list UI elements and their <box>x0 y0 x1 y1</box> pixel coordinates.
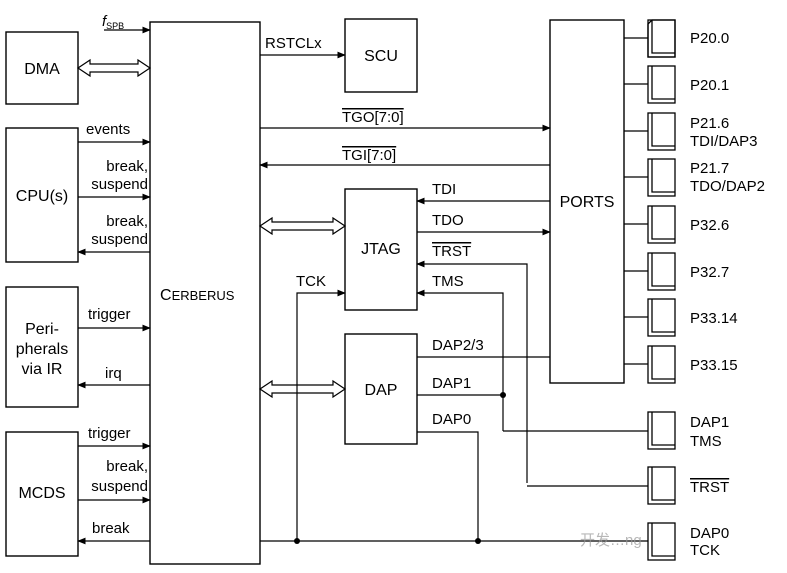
cpu-break-label-2: break, <box>106 213 148 230</box>
pad-p20-0 <box>647 19 676 58</box>
pad-p32-6 <box>647 205 676 244</box>
fspb-f: f <box>102 13 108 30</box>
tgo-label: TGO[7:0] <box>342 109 404 126</box>
pin-p20-0-label: P20.0 <box>690 30 729 47</box>
cpu-suspend-label-1: suspend <box>91 176 148 193</box>
dap0-label: DAP0 <box>432 411 471 428</box>
pin-p32-7-label: P32.7 <box>690 264 729 281</box>
peripherals-block <box>5 286 79 408</box>
watermark-text: 开发…ng <box>580 532 642 549</box>
pin-trst-label: TRST <box>690 479 729 496</box>
cerberus-block <box>149 21 261 565</box>
pad-p21-7 <box>647 158 676 197</box>
pin-p21-6-alt-label: TDI/DAP3 <box>690 133 758 150</box>
fspb-sub: SPB <box>106 21 124 31</box>
irq-label: irq <box>105 365 122 382</box>
pin-dap0-label: DAP0 <box>690 525 729 542</box>
dap-label: DAP <box>365 382 398 399</box>
pin-p33-15-label: P33.15 <box>690 357 738 374</box>
tgi-label: TGI[7:0] <box>342 147 396 164</box>
peripherals-label-3: via IR <box>22 361 63 378</box>
mcds-suspend-label: suspend <box>91 478 148 495</box>
tms-label: TMS <box>432 273 464 290</box>
events-label: events <box>86 121 130 138</box>
peripherals-label-1: Peri- <box>25 321 59 338</box>
dma-cerberus-bus <box>76 58 152 78</box>
pin-p32-6-label: P32.6 <box>690 217 729 234</box>
scu-label: SCU <box>364 48 398 65</box>
pad-p33-14 <box>647 298 676 337</box>
cerberus-label: CERBERUS <box>160 287 235 304</box>
tdo-label: TDO <box>432 212 464 229</box>
cerberus-dap-bus <box>258 379 347 399</box>
peripherals-label-2: pherals <box>16 341 68 358</box>
peri-trigger-label: trigger <box>88 306 131 323</box>
cpu-suspend-label-2: suspend <box>91 231 148 248</box>
pin-p21-7-label: P21.7 <box>690 160 729 177</box>
cerberus-jtag-bus <box>258 216 347 236</box>
ports-label: PORTS <box>560 194 615 211</box>
dma-label: DMA <box>24 61 60 78</box>
pin-dap1-label: DAP1 <box>690 414 729 431</box>
pad-dap1-tms <box>647 411 676 450</box>
dap1-label: DAP1 <box>432 375 471 392</box>
trst-label: TRST <box>432 243 471 260</box>
pin-p33-14-label: P33.14 <box>690 310 738 327</box>
pin-tck-label: TCK <box>690 542 720 559</box>
pad-dap0-tck <box>647 522 676 561</box>
pin-p21-6-label: P21.6 <box>690 115 729 132</box>
tdi-label: TDI <box>432 181 456 198</box>
pad-p32-7 <box>647 252 676 291</box>
pad-p21-6 <box>647 112 676 151</box>
rstclx-label: RSTCLx <box>265 35 322 52</box>
mcds-break-out-label: break <box>92 520 130 537</box>
mcds-label: MCDS <box>18 485 65 502</box>
mcds-block <box>5 431 79 557</box>
pad-trst <box>647 466 676 505</box>
cerberus-label-initial: C <box>160 287 172 304</box>
pin-p21-7-alt-label: TDO/DAP2 <box>690 178 765 195</box>
fspb-label: fSPB <box>102 13 124 31</box>
pad-p33-15 <box>647 345 676 384</box>
cpu-block <box>5 127 79 263</box>
cpu-label: CPU(s) <box>16 188 68 205</box>
cerberus-label-rest: ERBERUS <box>172 288 235 303</box>
mcds-trigger-label: trigger <box>88 425 131 442</box>
tck-label: TCK <box>296 273 326 290</box>
mcds-break-label: break, <box>106 458 148 475</box>
cpu-break-label-1: break, <box>106 158 148 175</box>
pad-p20-1 <box>647 65 676 104</box>
jtag-block <box>344 188 418 311</box>
pin-p20-1-label: P20.1 <box>690 77 729 94</box>
pin-tms-label: TMS <box>690 433 722 450</box>
dap23-label: DAP2/3 <box>432 337 484 354</box>
jtag-label: JTAG <box>361 241 401 258</box>
